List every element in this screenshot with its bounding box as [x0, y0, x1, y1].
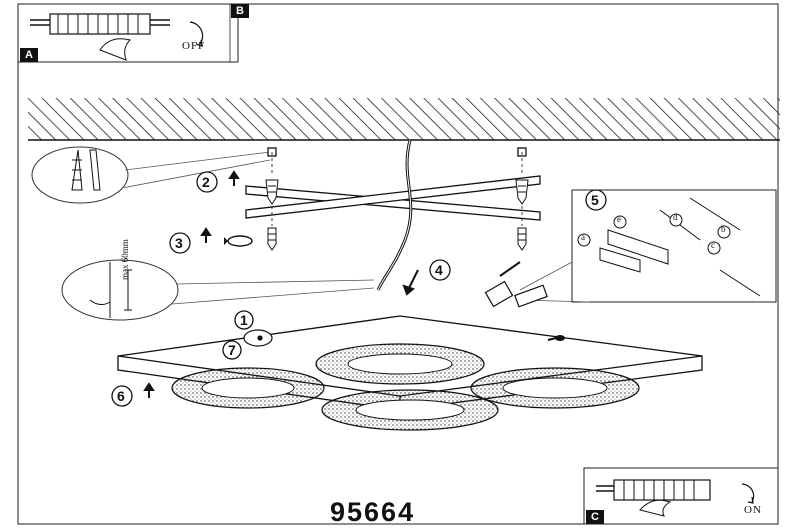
- ceiling: [28, 98, 780, 141]
- cable-length-detail: [61, 259, 375, 321]
- step-1-number: 1: [240, 312, 248, 328]
- detail-marker-c: [707, 241, 721, 255]
- light-ring-back: [315, 343, 485, 385]
- step-2-number: 2: [202, 174, 210, 190]
- detail-marker-e: [613, 215, 627, 229]
- screw-top-right: [515, 179, 529, 205]
- detail-marker-b: [717, 225, 731, 239]
- panel-switch-off: [17, 3, 239, 63]
- wall-plug-detail: [31, 146, 271, 204]
- step-2-badge: [196, 171, 218, 193]
- connector-detail: [519, 189, 777, 303]
- terminal-connector: [484, 261, 548, 308]
- step-7-number: 7: [228, 342, 236, 358]
- step-3-badge: [169, 232, 191, 254]
- switch-off-label: OFF: [182, 40, 206, 52]
- light-ring-left: [171, 367, 325, 409]
- panel-c-tag: C: [586, 510, 604, 524]
- panel-switch-on: [583, 467, 779, 525]
- rotate-icon: [227, 235, 253, 247]
- fixing-knob: [243, 329, 273, 347]
- detail-label-a: a: [581, 232, 585, 242]
- mounting-bracket: [245, 147, 541, 221]
- light-ring-front: [321, 389, 499, 431]
- step-1-badge: [234, 310, 254, 330]
- detail-label-c: c: [711, 240, 715, 250]
- panel-a-tag: A: [20, 48, 38, 62]
- model-number: 95664: [330, 497, 416, 527]
- step-6-number: 6: [117, 388, 125, 404]
- step-5-number: 5: [591, 192, 599, 208]
- switch-on-label: ON: [744, 504, 762, 516]
- detail-marker-a: [577, 233, 591, 247]
- panel-b-tag: B: [231, 4, 249, 18]
- step-3-number: 3: [175, 235, 183, 251]
- screw-top-left: [265, 179, 279, 205]
- step-7-badge: [222, 340, 242, 360]
- step-6-badge: [111, 385, 133, 407]
- step-4-badge: [429, 259, 451, 281]
- max-length-label: max 60mm: [120, 239, 130, 280]
- screw-bottom-left: [267, 227, 277, 251]
- detail-label-d: d: [673, 212, 678, 222]
- side-screw: [547, 335, 565, 341]
- rotate-arrow-icon: [224, 237, 228, 245]
- detail-label-e: e: [617, 214, 621, 224]
- screw-bottom-right: [517, 227, 527, 251]
- step-5-badge: [585, 189, 607, 211]
- light-ring-right: [470, 367, 640, 409]
- detail-marker-d: [669, 213, 683, 227]
- detail-label-b: b: [721, 224, 726, 234]
- mains-cable: [376, 139, 413, 291]
- step-4-number: 4: [435, 262, 443, 278]
